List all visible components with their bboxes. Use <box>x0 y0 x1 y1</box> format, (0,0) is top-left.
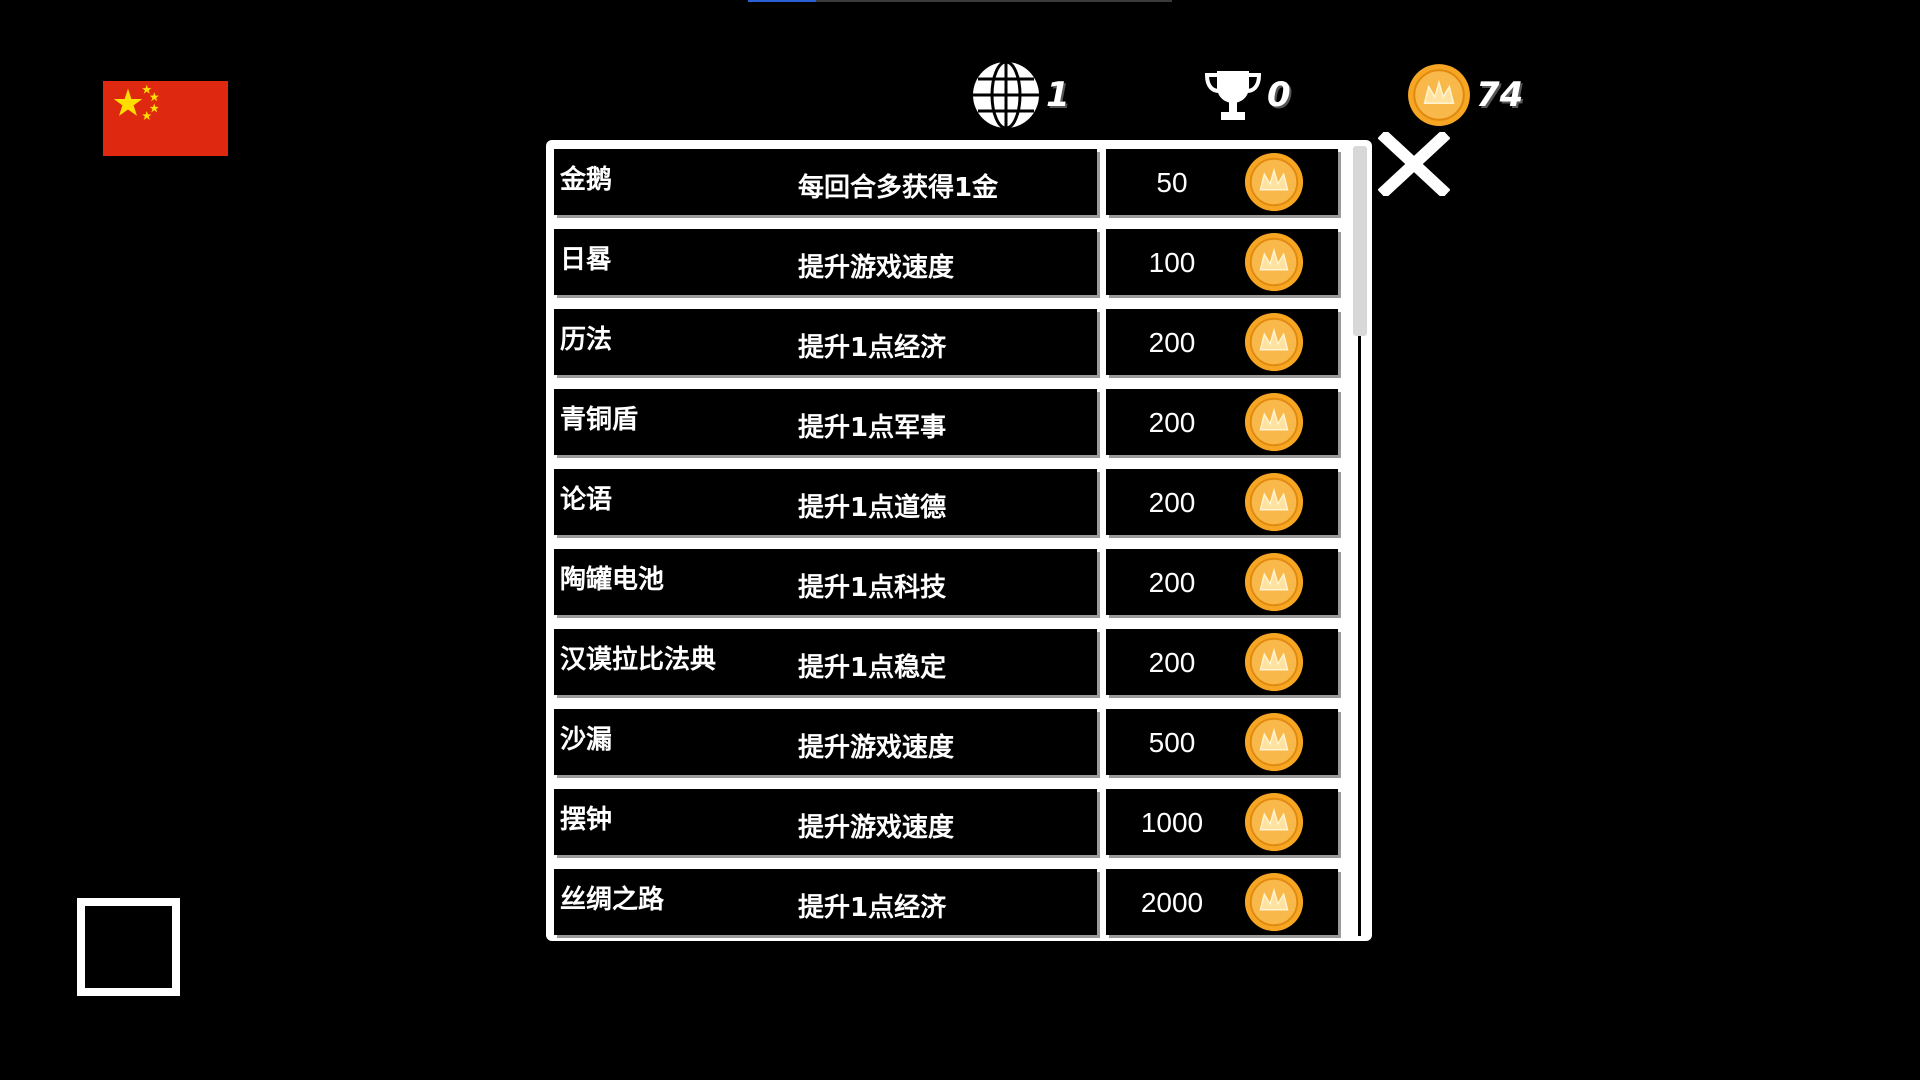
shop-item-description: 提升1点科技 <box>798 573 947 603</box>
shop-item-price: 200 <box>1148 407 1196 438</box>
shop-item-info: 金鹅 每回合多获得1金 <box>554 149 1097 215</box>
shop-item-name: 论语 <box>560 485 613 515</box>
shop-item-info: 日晷 提升游戏速度 <box>554 229 1097 295</box>
coin-icon <box>1244 792 1304 852</box>
shop-item-name: 沙漏 <box>560 725 613 755</box>
buy-button[interactable]: 50 <box>1106 149 1338 215</box>
shop-item-name: 青铜盾 <box>560 405 639 435</box>
china-flag[interactable] <box>103 81 228 156</box>
trophy-icon <box>1204 71 1262 120</box>
shop-item-price: 2000 <box>1140 887 1204 918</box>
hud-globe: 1 <box>970 60 1070 130</box>
scrollbar-line <box>1358 150 1361 936</box>
close-icon <box>1377 129 1451 199</box>
shop-item-info: 汉谟拉比法典 提升1点稳定 <box>554 629 1097 695</box>
shop-item-info: 青铜盾 提升1点军事 <box>554 389 1097 455</box>
shop-item-row: 论语 提升1点道德 200 <box>554 469 1346 535</box>
shop-item-description: 每回合多获得1金 <box>798 173 999 203</box>
shop-item-name: 金鹅 <box>560 165 613 195</box>
shop-item-row: 沙漏 提升游戏速度 500 <box>554 709 1346 775</box>
top-progress-bar <box>748 0 1172 2</box>
shop-item-description: 提升游戏速度 <box>798 813 955 843</box>
buy-button[interactable]: 200 <box>1106 469 1338 535</box>
shop-item-price: 200 <box>1148 567 1196 598</box>
coin-icon <box>1244 712 1304 772</box>
globe-value: 1 <box>1046 75 1070 115</box>
scrollbar-thumb[interactable] <box>1353 146 1367 336</box>
close-button[interactable] <box>1377 129 1451 199</box>
shop-item-price: 1000 <box>1140 807 1204 838</box>
shop-item-row: 青铜盾 提升1点军事 200 <box>554 389 1346 455</box>
shop-item-row: 汉谟拉比法典 提升1点稳定 200 <box>554 629 1346 695</box>
trophy-value: 0 <box>1267 75 1291 115</box>
shop-item-price: 200 <box>1148 327 1196 358</box>
shop-item-description: 提升游戏速度 <box>798 733 955 763</box>
coin-icon <box>1244 472 1304 532</box>
shop-item-description: 提升1点经济 <box>798 893 947 923</box>
hud-trophy: 0 <box>1203 60 1291 130</box>
buy-button[interactable]: 2000 <box>1106 869 1338 935</box>
shop-item-info: 论语 提升1点道德 <box>554 469 1097 535</box>
shop-item-row: 日晷 提升游戏速度 100 <box>554 229 1346 295</box>
buy-button[interactable]: 500 <box>1106 709 1338 775</box>
coin-icon <box>1244 312 1304 372</box>
shop-item-price: 100 <box>1148 247 1196 278</box>
shop-item-description: 提升1点道德 <box>798 493 947 523</box>
shop-item-name: 陶罐电池 <box>560 565 665 595</box>
shop-item-name: 历法 <box>560 325 613 355</box>
hud-coins: 74 <box>1406 60 1523 130</box>
shop-item-info: 摆钟 提升游戏速度 <box>554 789 1097 855</box>
shop-item-row: 历法 提升1点经济 200 <box>554 309 1346 375</box>
shop-item-info: 陶罐电池 提升1点科技 <box>554 549 1097 615</box>
buy-button[interactable]: 200 <box>1106 309 1338 375</box>
buy-button[interactable]: 100 <box>1106 229 1338 295</box>
coin-icon <box>1244 872 1304 932</box>
coin-icon <box>1408 64 1470 126</box>
coin-icon <box>1244 232 1304 292</box>
shop-item-name: 丝绸之路 <box>560 885 665 915</box>
coin-icon <box>1244 632 1304 692</box>
coin-icon <box>1244 552 1304 612</box>
shop-item-list: 金鹅 每回合多获得1金 50 日晷 提升游戏速度 100 历法 <box>554 149 1346 941</box>
shop-item-row: 摆钟 提升游戏速度 1000 <box>554 789 1346 855</box>
buy-button[interactable]: 1000 <box>1106 789 1338 855</box>
square-button[interactable] <box>77 898 180 996</box>
globe-icon <box>973 60 1039 130</box>
shop-item-row: 丝绸之路 提升1点经济 2000 <box>554 869 1346 935</box>
buy-button[interactable]: 200 <box>1106 629 1338 695</box>
coin-icon <box>1244 152 1304 212</box>
shop-item-row: 陶罐电池 提升1点科技 200 <box>554 549 1346 615</box>
shop-item-name: 摆钟 <box>560 805 613 835</box>
shop-item-description: 提升1点稳定 <box>798 653 947 683</box>
shop-item-description: 提升1点军事 <box>798 413 947 443</box>
shop-item-description: 提升游戏速度 <box>798 253 955 283</box>
shop-item-price: 50 <box>1156 167 1188 198</box>
shop-panel: 金鹅 每回合多获得1金 50 日晷 提升游戏速度 100 历法 <box>546 140 1372 941</box>
top-progress-fill <box>748 0 816 2</box>
coin-icon <box>1244 392 1304 452</box>
shop-item-name: 日晷 <box>560 245 613 275</box>
shop-item-price: 200 <box>1148 647 1196 678</box>
shop-item-price: 200 <box>1148 487 1196 518</box>
shop-item-description: 提升1点经济 <box>798 333 947 363</box>
shop-item-price: 500 <box>1148 727 1196 758</box>
coin-value: 74 <box>1476 75 1524 115</box>
buy-button[interactable]: 200 <box>1106 549 1338 615</box>
buy-button[interactable]: 200 <box>1106 389 1338 455</box>
shop-item-info: 历法 提升1点经济 <box>554 309 1097 375</box>
shop-item-row: 金鹅 每回合多获得1金 50 <box>554 149 1346 215</box>
shop-item-name: 汉谟拉比法典 <box>560 645 717 675</box>
shop-item-info: 丝绸之路 提升1点经济 <box>554 869 1097 935</box>
shop-item-info: 沙漏 提升游戏速度 <box>554 709 1097 775</box>
